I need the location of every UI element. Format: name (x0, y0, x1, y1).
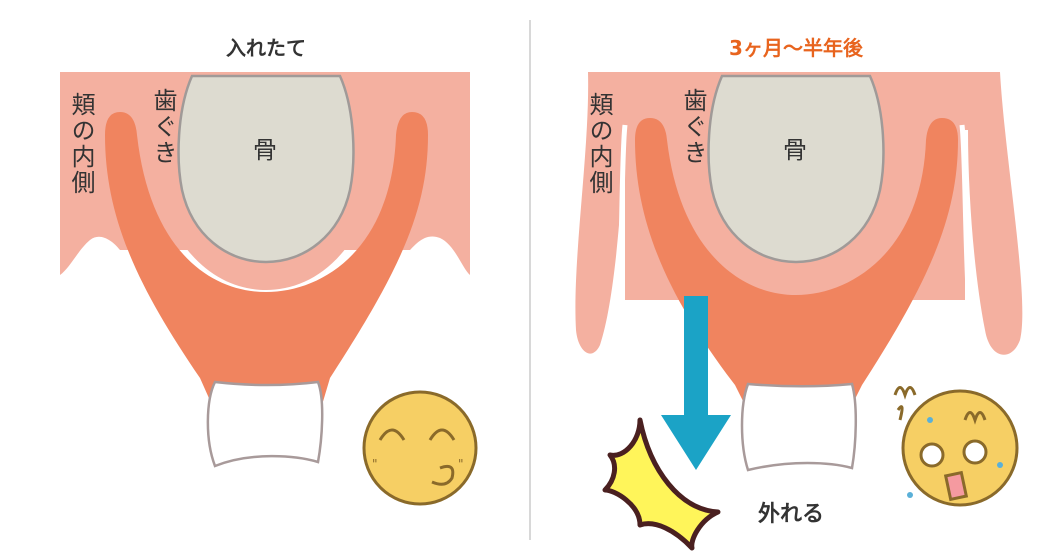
svg-text:": " (458, 457, 464, 471)
loose-denture-illustration (575, 72, 1023, 551)
label-gum: 歯ぐき (149, 88, 177, 166)
tooth (206, 380, 324, 468)
label-bone: 骨 (253, 136, 277, 164)
denture-base (635, 118, 958, 405)
panel-title-fresh: 入れたて (226, 36, 306, 60)
smiling-face-icon: " " (362, 390, 478, 506)
svg-text:": " (372, 457, 378, 471)
bone (707, 74, 885, 264)
label-bone: 骨 (783, 136, 807, 164)
fresh-denture-illustration: " " (60, 72, 478, 506)
shocked-face-icon (893, 386, 1019, 507)
down-arrow-icon (661, 296, 731, 470)
panel-title-later: 3ヶ月〜半年後 (729, 36, 863, 60)
label-cheek: 頬の内側 (67, 92, 95, 196)
denture-base (105, 112, 428, 405)
label-cheek: 頬の内側 (585, 92, 613, 196)
caption-falls-out: 外れる (758, 502, 825, 527)
bone (177, 74, 355, 264)
label-gum: 歯ぐき (679, 88, 707, 166)
tooth (740, 382, 857, 472)
impact-burst-icon (602, 417, 721, 551)
